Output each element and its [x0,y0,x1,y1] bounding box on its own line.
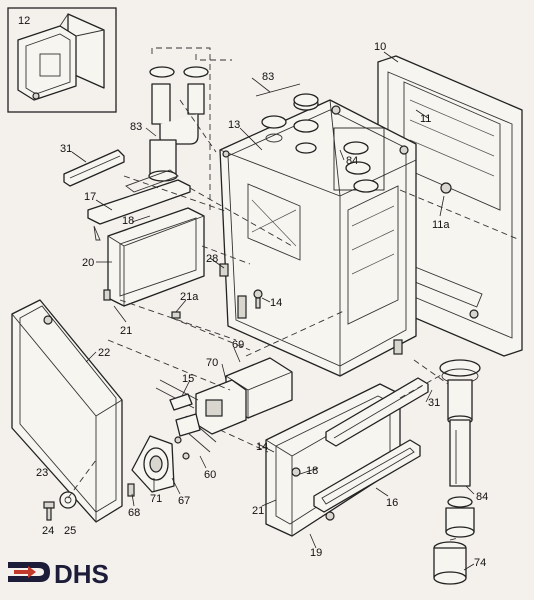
callout-23: 23 [36,467,48,479]
screw-28 [219,263,229,277]
screw-68 [127,483,135,497]
callout-21-left: 21 [120,325,132,337]
front-panel-23 [11,299,123,523]
callout-31-lower: 31 [428,397,440,409]
callout-21a: 21a [180,291,199,303]
inset-detail-12 [7,7,117,113]
callout-28: 28 [206,253,218,265]
callout-20: 20 [82,257,94,269]
flue-rings-84 [333,127,385,193]
control-box-20 [103,207,205,307]
callout-labels: 12 10 83 83 13 11 31 84 17 18 11a 20 28 … [18,15,488,569]
callout-22: 22 [98,347,110,359]
gas-valve-assembly [155,357,293,453]
screw-14 [253,289,263,309]
callout-10: 10 [374,41,386,53]
callout-83-top: 83 [262,71,274,83]
callout-19: 19 [310,547,322,559]
callout-15: 15 [182,373,194,385]
callout-16: 16 [386,497,398,509]
main-casing-13 [219,99,417,377]
callout-68: 68 [128,507,140,519]
callout-25: 25 [64,525,76,537]
callout-84-top: 84 [346,155,358,167]
bracket-17 [87,169,191,241]
callout-14-lower: 14 [256,441,268,453]
screw-21a [171,311,181,319]
callout-24: 24 [42,525,54,537]
washer-25 [59,491,77,509]
callout-31-upper: 31 [60,143,72,155]
callout-71: 71 [150,493,162,505]
callout-leaders [71,51,475,571]
flue-pipe-assembly-83 [148,47,232,210]
callout-69: 69 [232,339,244,351]
bracket-31-upper [63,149,125,187]
assembly-guide-lines [67,99,521,541]
callout-11: 11 [420,113,431,125]
callout-17: 17 [84,191,96,203]
callout-74: 74 [474,557,486,569]
bracket-31-lower [325,377,429,447]
callout-14-upper: 14 [270,297,282,309]
callout-11a: 11a [432,219,450,231]
flue-pipe-84 [439,359,481,538]
callout-70: 70 [206,357,218,369]
dhs-arrow-logo-icon [8,562,50,582]
callout-13: 13 [228,119,240,131]
callout-18-lower: 18 [306,465,318,477]
callout-83-pipe: 83 [130,121,142,133]
terminal-cap-74 [433,541,467,585]
trim-strip-16 [313,439,421,513]
callout-21-lower: 21 [252,505,264,517]
callout-18-upper: 18 [122,215,134,227]
logo-text: DHS [54,559,109,589]
callout-60: 60 [204,469,216,481]
flue-rings-83 [255,83,319,154]
dhs-logo: DHS [8,559,109,589]
control-knob-71 [131,435,190,493]
callout-84-lower: 84 [476,491,488,503]
screw-24 [43,501,55,521]
callout-12: 12 [18,15,30,27]
callout-67: 67 [178,495,190,507]
